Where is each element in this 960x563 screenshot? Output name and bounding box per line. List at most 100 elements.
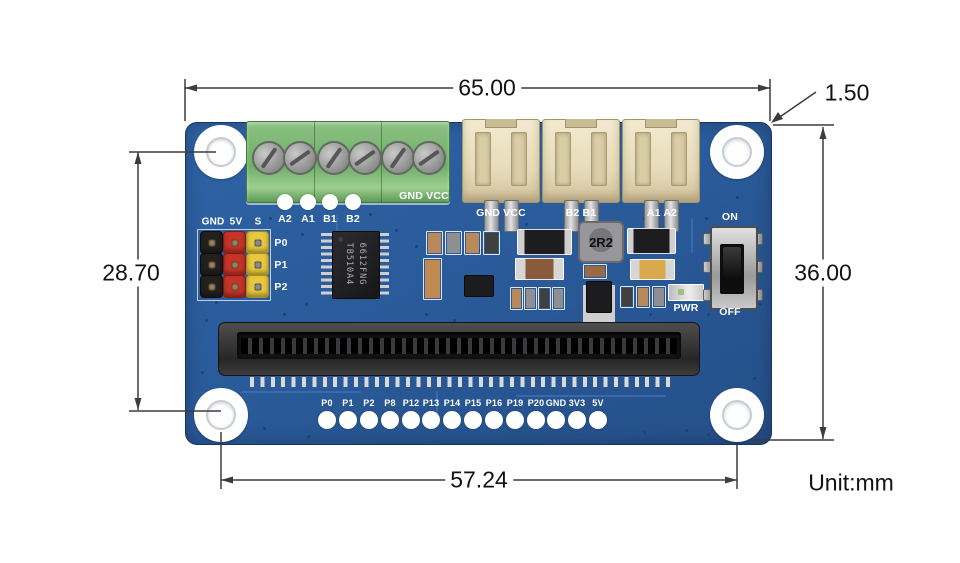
smd-body xyxy=(485,233,498,253)
connector-label-motor-b: B2 B1 xyxy=(565,207,597,219)
edge-pad xyxy=(547,411,565,429)
switch-on-label: ON xyxy=(721,211,739,223)
mounting-hole-top-left xyxy=(194,125,248,179)
edge-connector-teeth xyxy=(241,338,677,354)
smd-body xyxy=(622,288,632,306)
edge-pad xyxy=(485,411,503,429)
edge-pad-label: GND xyxy=(545,398,567,408)
motor-pad-label: B2 xyxy=(346,213,360,225)
trace-line xyxy=(516,395,666,397)
smd-component xyxy=(524,287,537,310)
smd-component xyxy=(464,231,481,255)
edge-pad-label: P19 xyxy=(506,398,524,408)
smd-component xyxy=(552,287,565,310)
trace-line xyxy=(241,391,361,393)
chip-pins-left xyxy=(321,233,332,295)
edge-pad-label: P16 xyxy=(485,398,503,408)
diode-component xyxy=(517,229,572,255)
edge-pad xyxy=(506,411,524,429)
smd-body xyxy=(654,288,664,306)
smd-component xyxy=(510,287,523,310)
edge-connector-slot xyxy=(237,332,681,359)
header-row-label-p1: P1 xyxy=(274,259,288,271)
dimension-bottom-hole-spacing: 57.24 xyxy=(445,466,513,494)
smd-body xyxy=(466,233,479,253)
smd-component xyxy=(652,286,666,308)
switch-off-label: OFF xyxy=(719,306,741,318)
sot23-ic xyxy=(464,275,494,297)
header-row-label-p2: P2 xyxy=(274,281,288,293)
inductor-label: 2R2 xyxy=(589,234,613,250)
terminal-power-label: GND VCC xyxy=(399,190,449,202)
header-col-label-s: S xyxy=(254,216,262,228)
smd-component xyxy=(423,258,442,300)
header-pin-black xyxy=(200,253,223,276)
chip-marking-line: 6612FNG xyxy=(356,242,367,286)
edge-pad xyxy=(589,411,607,429)
mounting-hole-top-right xyxy=(710,125,764,179)
edge-pad xyxy=(527,411,545,429)
smd-body xyxy=(428,233,441,253)
header-pin-red xyxy=(223,231,246,254)
connector-label-power: GND VCC xyxy=(476,207,526,219)
dimension-top-width: 65.00 xyxy=(453,74,521,102)
power-led-label: PWR xyxy=(673,302,699,314)
edge-pad-label: P1 xyxy=(342,398,354,408)
edge-pad-label: P14 xyxy=(443,398,461,408)
edge-pad xyxy=(339,411,357,429)
jst-connector-motor-a xyxy=(622,119,700,203)
header-col-label-5v: 5V xyxy=(229,216,243,228)
chip-marking-line: TB510A4 xyxy=(344,242,354,286)
dimension-edge-offset: 1.50 xyxy=(822,79,872,107)
smd-body xyxy=(638,288,648,306)
power-led xyxy=(668,284,704,301)
capacitor xyxy=(630,259,675,280)
header-col-label-gnd: GND xyxy=(201,216,225,228)
mounting-hole-bottom-left xyxy=(194,388,248,442)
header-pin-yellow xyxy=(246,253,269,276)
motor-driver-chip xyxy=(332,231,380,299)
smd-body xyxy=(512,289,521,308)
edge-pad xyxy=(464,411,482,429)
smd-component xyxy=(445,231,462,255)
smd-body xyxy=(526,289,535,308)
connector-notch xyxy=(485,119,517,128)
dimension-left-hole-spacing: 28.70 xyxy=(97,259,165,287)
connector-notch xyxy=(645,119,677,128)
motor-pad xyxy=(277,194,293,210)
smd-component xyxy=(483,231,500,255)
smd-component xyxy=(538,287,551,310)
hole-bore xyxy=(722,400,752,430)
header-silkscreen-outline xyxy=(197,229,271,301)
connector-pin xyxy=(504,200,519,232)
terminal-screw xyxy=(317,141,351,175)
edge-pad-label: P2 xyxy=(363,398,375,408)
edge-pad-label: P8 xyxy=(384,398,396,408)
motor-pad xyxy=(322,194,338,210)
power-inductor: 2R2 xyxy=(578,221,624,263)
jst-connector-power xyxy=(462,119,540,203)
smd-body xyxy=(425,260,440,298)
edge-pad xyxy=(360,411,378,429)
dimension-board-height: 36.00 xyxy=(789,259,857,287)
motor-pad xyxy=(300,194,316,210)
edge-pad-label: P13 xyxy=(422,398,440,408)
edge-pad-label: P0 xyxy=(321,398,333,408)
terminal-screw xyxy=(348,141,382,175)
mounting-hole-bottom-right xyxy=(710,388,764,442)
smd-component xyxy=(636,286,650,308)
power-switch xyxy=(710,226,758,310)
header-pin-yellow xyxy=(246,231,269,254)
hole-bore xyxy=(722,137,752,167)
edge-pad xyxy=(318,411,336,429)
edge-pad-label: P15 xyxy=(464,398,482,408)
terminal-screw xyxy=(412,141,446,175)
edge-pad xyxy=(402,411,420,429)
smd-body xyxy=(447,233,460,253)
terminal-screw xyxy=(283,141,317,175)
terminal-screw xyxy=(381,141,415,175)
header-pin-red xyxy=(223,275,246,298)
motor-pad-label: A2 xyxy=(278,213,292,225)
